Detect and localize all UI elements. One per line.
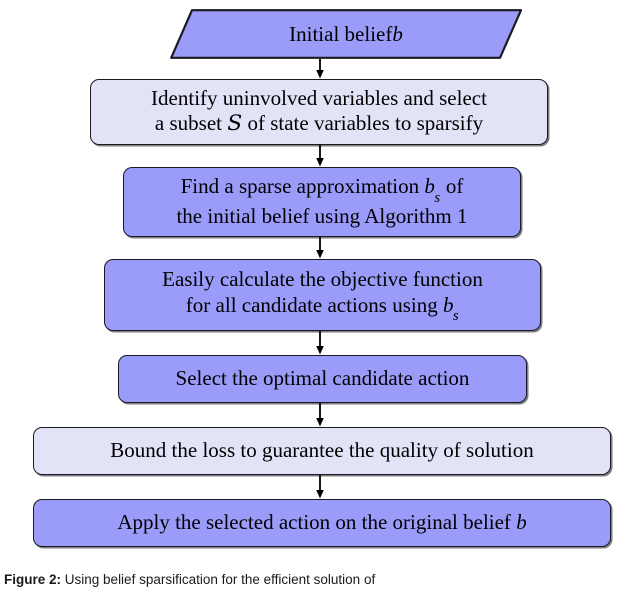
arrow-3 bbox=[313, 237, 327, 259]
sparse-line1-pre: Find a sparse approximation bbox=[180, 174, 425, 199]
node-apply-action: Apply the selected action on the origina… bbox=[33, 499, 611, 547]
identify-line2-post: of state variables to sparsify bbox=[242, 111, 484, 136]
identify-math-S: S bbox=[227, 111, 243, 137]
node-sparse-approximation: Find a sparse approximation bs of the ini… bbox=[123, 167, 521, 237]
identify-line1: Identify uninvolved variables and select bbox=[151, 86, 487, 111]
apply-line1-pre: Apply the selected action on the origina… bbox=[117, 510, 517, 535]
arrow-1 bbox=[313, 59, 327, 79]
node-identify-variables: Identify uninvolved variables and select… bbox=[90, 79, 548, 145]
arrow-5 bbox=[313, 403, 327, 427]
node-identify-variables-label: Identify uninvolved variables and select… bbox=[101, 86, 537, 137]
initial-belief-text-pre: Initial belief bbox=[289, 21, 393, 46]
arrow-3-icon bbox=[316, 237, 324, 259]
initial-belief-math-b: b bbox=[392, 21, 403, 46]
caption-label: Figure 2: bbox=[4, 572, 62, 587]
node-select-action-label: Select the optimal candidate action bbox=[175, 366, 470, 391]
sparse-math-b: b bbox=[424, 174, 435, 199]
sparse-line1-post: of bbox=[440, 174, 464, 199]
arrow-6-icon bbox=[316, 475, 324, 499]
identify-line2-pre: a subset bbox=[154, 111, 228, 136]
node-initial-belief-label: Initial belief b bbox=[170, 9, 522, 59]
arrow-6 bbox=[313, 475, 327, 499]
calculate-math-sub-s: s bbox=[452, 308, 459, 325]
parallelogram-shape bbox=[170, 9, 522, 59]
node-sparse-approximation-label: Find a sparse approximation bs of the ini… bbox=[134, 174, 510, 229]
calculate-math-b: b bbox=[442, 292, 454, 317]
node-bound-loss-label: Bound the loss to guarantee the quality … bbox=[110, 438, 534, 463]
arrow-1-icon bbox=[316, 59, 324, 79]
arrow-2-icon bbox=[316, 145, 324, 167]
sparse-line2: the initial belief using Algorithm 1 bbox=[176, 204, 468, 229]
figure-caption: Figure 2: Using belief sparsification fo… bbox=[0, 572, 640, 590]
sparse-math-sub-s: s bbox=[434, 189, 441, 206]
arrow-4-icon bbox=[316, 331, 324, 355]
node-initial-belief: Initial belief b bbox=[170, 9, 522, 59]
apply-math-b: b bbox=[516, 510, 527, 535]
calculate-line1: Easily calculate the objective function bbox=[162, 267, 483, 292]
node-select-action: Select the optimal candidate action bbox=[118, 355, 527, 403]
node-apply-action-label: Apply the selected action on the origina… bbox=[44, 510, 600, 535]
arrow-4 bbox=[313, 331, 327, 355]
caption-text: Using belief sparsification for the effi… bbox=[64, 572, 376, 587]
calculate-line2-pre: for all candidate actions using bbox=[185, 292, 443, 317]
node-bound-loss: Bound the loss to guarantee the quality … bbox=[33, 427, 611, 475]
arrow-5-icon bbox=[316, 403, 324, 427]
arrow-2 bbox=[313, 145, 327, 167]
